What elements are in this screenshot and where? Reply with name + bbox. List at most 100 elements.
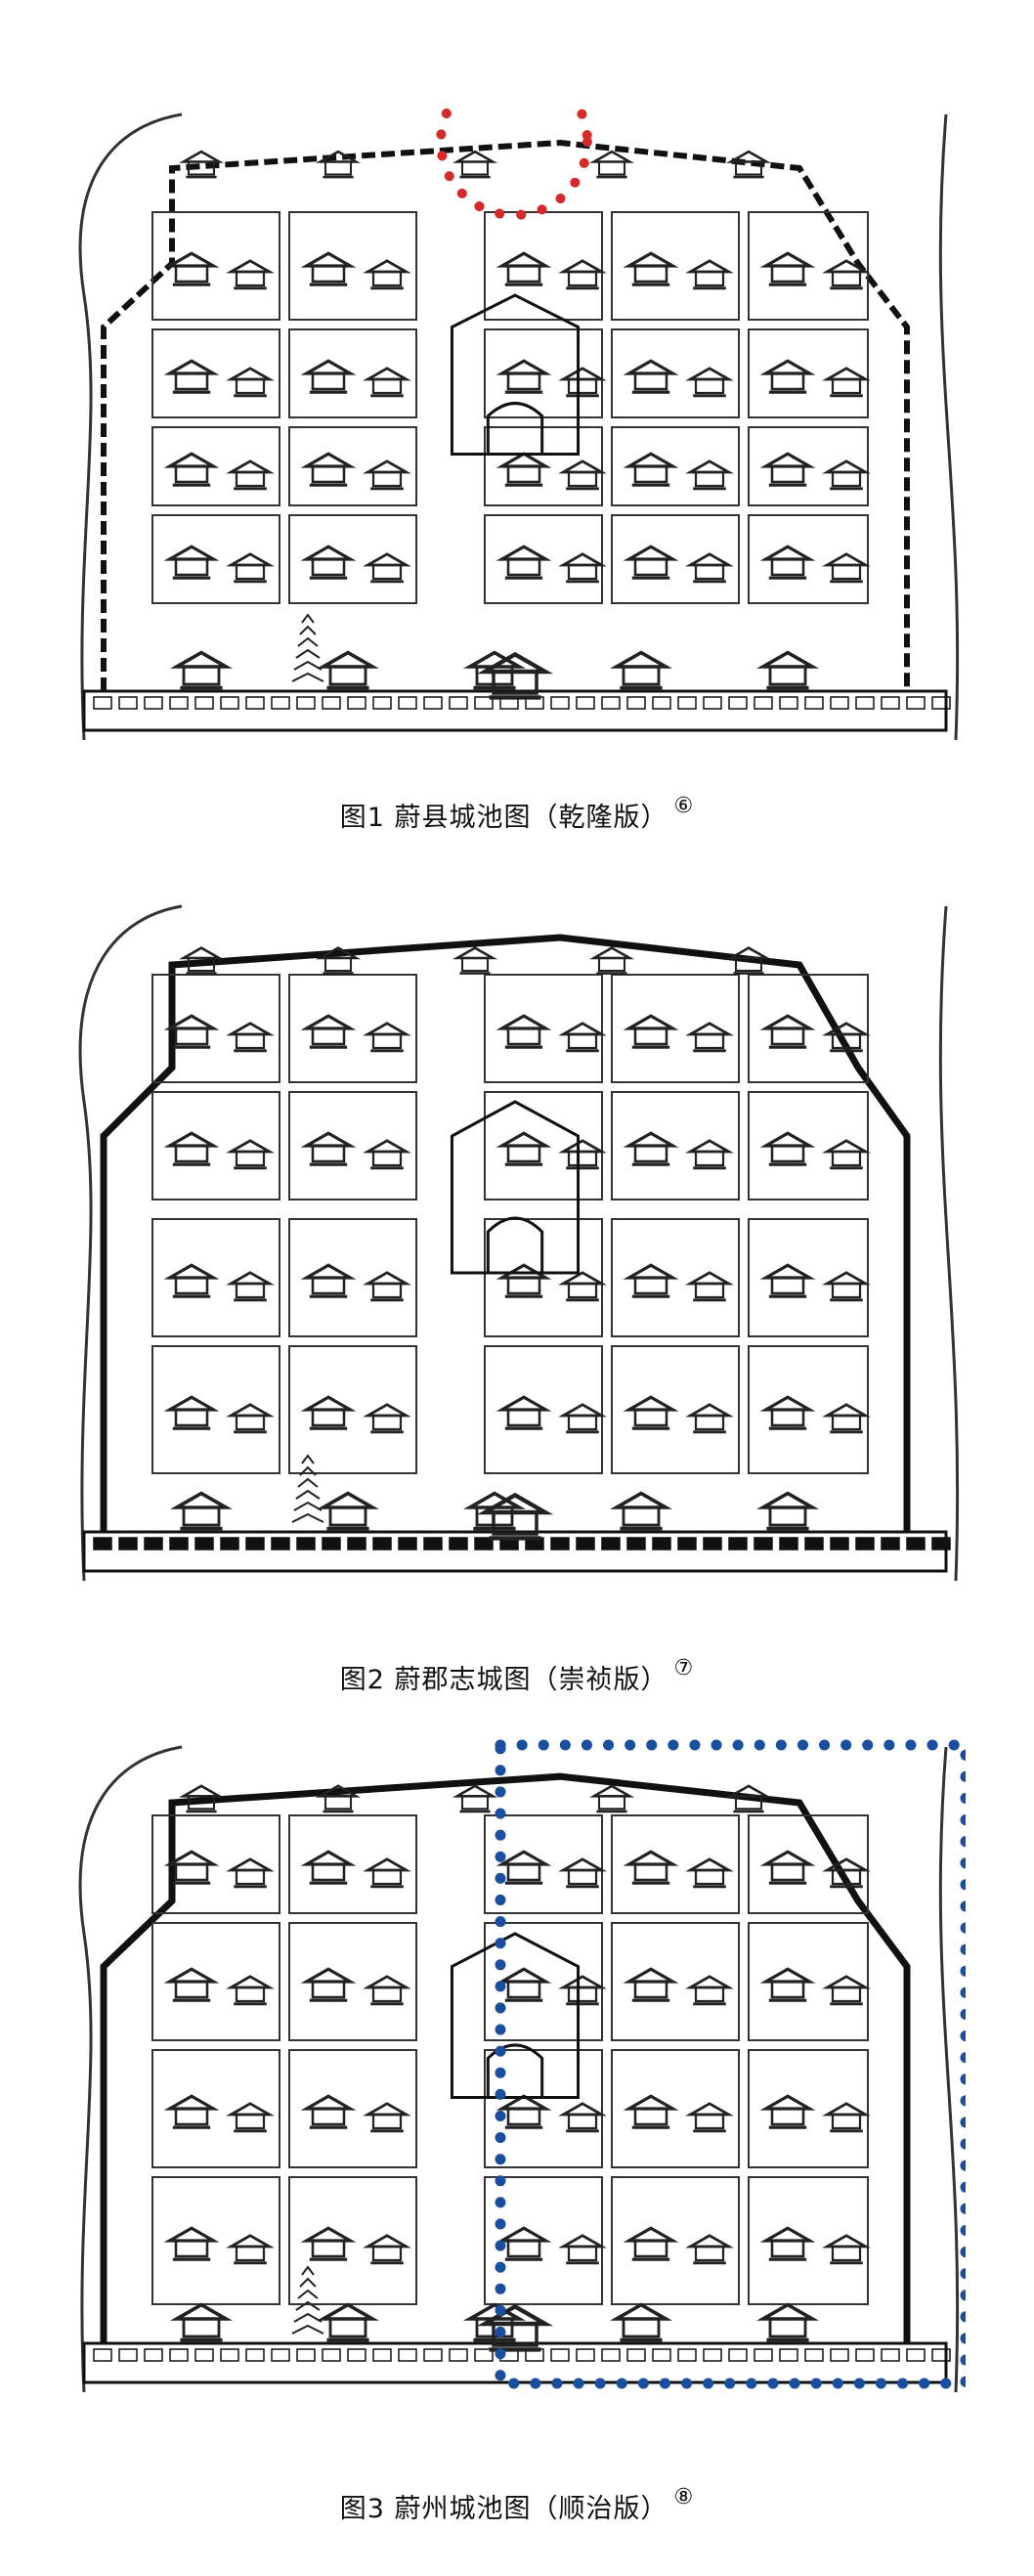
figure-number: 图2 <box>339 1665 385 1695</box>
street-block <box>484 1218 603 1337</box>
building-icon <box>685 459 734 491</box>
wall-brick <box>804 1537 824 1550</box>
wall-brick <box>449 2348 468 2362</box>
building-icon <box>226 1857 275 1889</box>
wall-brick <box>93 1537 112 1550</box>
building-icon <box>685 2102 734 2133</box>
building-icon <box>226 2234 275 2265</box>
street-block <box>151 2176 280 2305</box>
building-icon <box>685 1857 734 1889</box>
wall-brick <box>576 1537 595 1550</box>
building-icon <box>495 1131 552 1166</box>
building-icon <box>558 459 607 491</box>
building-icon <box>759 1014 816 1049</box>
wall-brick <box>626 1537 646 1550</box>
wall-brick <box>118 696 138 710</box>
building-icon <box>623 251 679 286</box>
wall-brick <box>830 2348 849 2362</box>
building-icon <box>300 2094 357 2129</box>
wall-brick <box>754 1537 773 1550</box>
street-block <box>748 426 869 506</box>
river-line <box>938 1746 960 2392</box>
figure-3-map <box>65 1737 966 2392</box>
wall-brick <box>423 2348 443 2362</box>
building-icon <box>170 2302 233 2342</box>
prefecture-city-map-chongzhen <box>78 904 960 1581</box>
building-icon <box>610 1491 672 1531</box>
building-icon <box>495 2094 552 2129</box>
street-block <box>288 2176 417 2305</box>
building-icon <box>315 1784 362 1813</box>
wall-brick <box>474 2348 494 2362</box>
building-icon <box>163 1850 220 1885</box>
wall-brick <box>703 1537 722 1550</box>
highlight-rectangle <box>495 1739 966 2389</box>
building-icon <box>315 946 362 975</box>
building-icon <box>558 1403 607 1434</box>
tower-arch <box>486 2043 544 2098</box>
street-block <box>484 2049 603 2168</box>
pagoda-tier <box>291 1512 324 1523</box>
building-icon <box>163 359 220 394</box>
footnote-marker: ⑦ <box>673 1656 695 1681</box>
street-block <box>484 1345 603 1474</box>
building-icon <box>495 251 552 286</box>
building-icon <box>588 150 635 179</box>
street-block <box>151 974 280 1083</box>
street-block <box>484 1814 603 1914</box>
building-icon <box>685 1975 734 2006</box>
wall-brick <box>347 1537 366 1550</box>
city-wall <box>100 1772 911 2343</box>
building-icon <box>623 452 679 487</box>
building-icon <box>558 367 607 398</box>
building-icon <box>363 1403 411 1434</box>
building-icon <box>610 650 672 690</box>
street-block <box>288 974 417 1083</box>
building-icon <box>822 1403 871 1434</box>
building-icon <box>463 2302 526 2342</box>
wall-brick <box>931 696 951 710</box>
building-icon <box>725 1784 772 1813</box>
wall-brick <box>626 696 646 710</box>
wall-brick <box>449 1537 468 1550</box>
building-icon <box>759 1263 816 1298</box>
building-icon <box>226 1975 275 2006</box>
street-block <box>611 2176 740 2305</box>
building-icon <box>822 1271 871 1302</box>
river-line <box>78 1745 183 2392</box>
street-block <box>611 974 740 1083</box>
building-icon <box>610 2302 672 2342</box>
building-icon <box>363 1022 411 1053</box>
building-icon <box>363 2234 411 2265</box>
street-block <box>288 1218 417 1337</box>
building-icon <box>163 545 220 580</box>
wall-brick <box>652 696 671 710</box>
wall-brick <box>245 2348 265 2362</box>
building-icon <box>363 1975 411 2006</box>
pagoda-tier <box>295 1489 321 1500</box>
figure-number: 图1 <box>339 803 385 833</box>
street-block <box>151 1922 280 2041</box>
pagoda-tier <box>301 2265 315 2276</box>
central-tower <box>450 293 581 456</box>
wall-brick <box>804 696 824 710</box>
building-icon <box>495 1395 552 1430</box>
river-line <box>78 112 183 740</box>
wall-brick <box>830 696 849 710</box>
building-icon <box>495 2226 552 2261</box>
street-block <box>748 328 869 418</box>
building-icon <box>685 1271 734 1302</box>
building-icon <box>623 359 679 394</box>
street-block <box>288 1345 417 1474</box>
building-icon <box>163 2094 220 2129</box>
street-block <box>611 1091 740 1201</box>
building-icon <box>226 552 275 584</box>
street-block <box>151 1814 280 1914</box>
pagoda-tier <box>299 1465 317 1476</box>
building-icon <box>623 1014 679 1049</box>
building-icon <box>756 1491 819 1531</box>
building-icon <box>163 452 220 487</box>
wall-brick <box>118 1537 138 1550</box>
footnote-marker: ⑧ <box>673 2485 695 2510</box>
wall-brick <box>347 2348 366 2362</box>
